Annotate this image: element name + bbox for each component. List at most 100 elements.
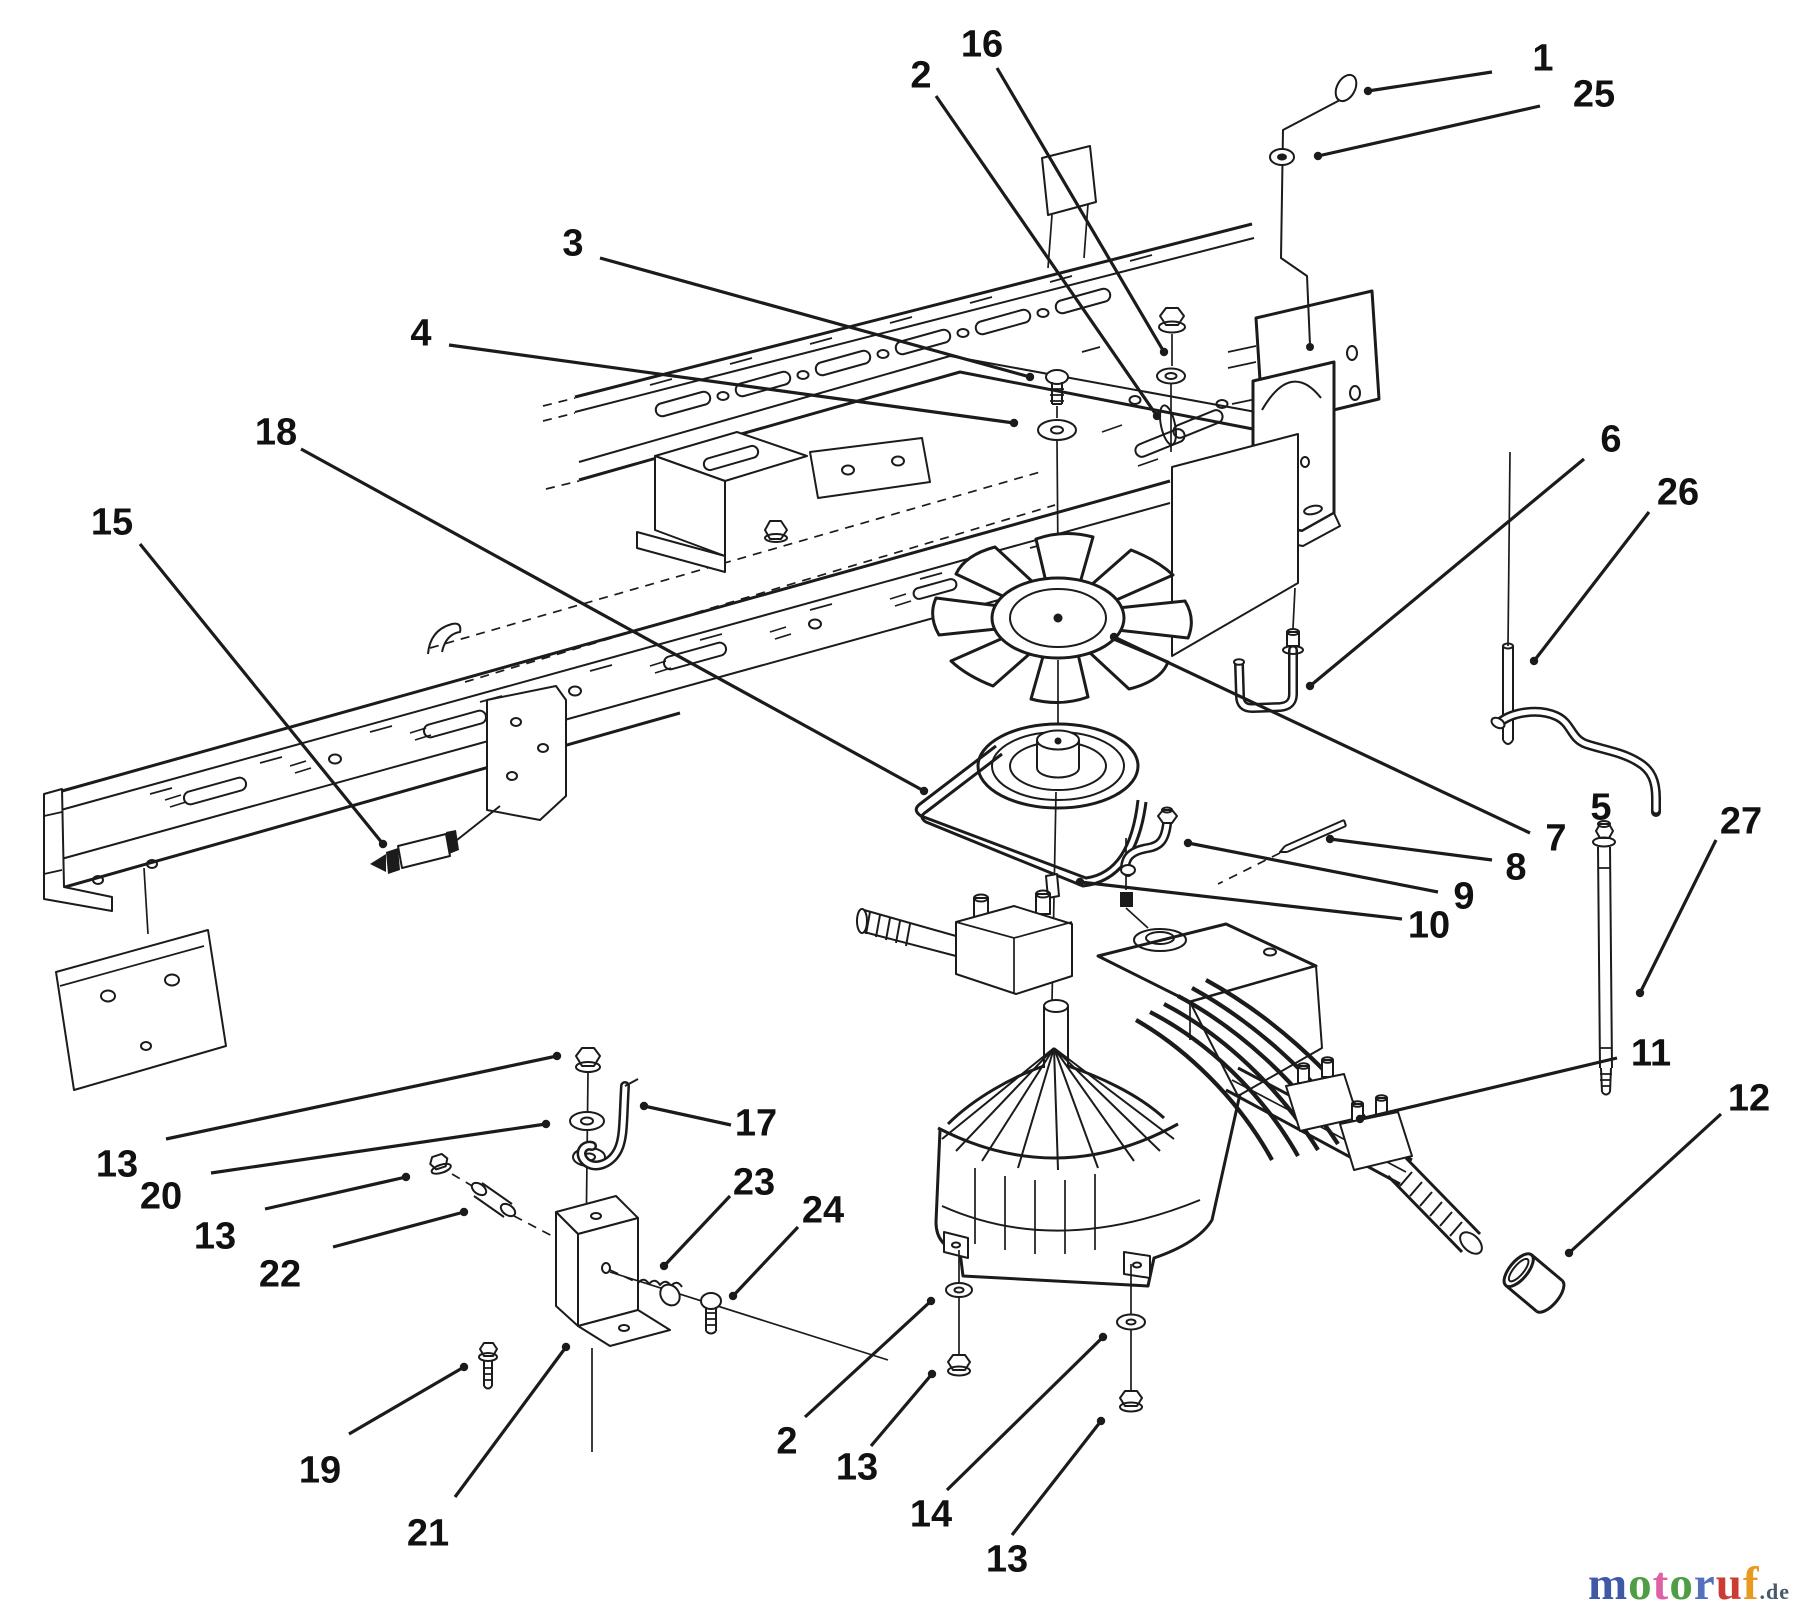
hook-slot [427,622,462,655]
callout-13-21: 13 [96,1051,562,1186]
part-number-label: 7 [1545,818,1566,860]
interlock-switch [370,805,501,874]
rail-top-tab [1041,145,1097,269]
cone-fins [937,1047,1179,1171]
callout-16-2: 16 [961,24,1169,357]
callout-3-4: 3 [562,223,1035,382]
part-number-label: 19 [299,1450,341,1492]
small-flange-nut [429,1152,452,1175]
part-number-label: 26 [1657,472,1699,514]
callout-25-1: 25 [1313,74,1615,161]
bracket-bolt [764,520,788,543]
flat-washer [569,1111,605,1131]
leader-tip [552,1051,562,1061]
spacer-tube [1597,846,1613,1096]
leader-tip [1009,418,1019,428]
leader-tip [459,1362,469,1372]
leader-tip [1183,838,1193,848]
bracket-screw-19 [478,1342,498,1390]
leader-tip [1096,1416,1106,1426]
leader-tip [926,1296,936,1306]
part-number-label: 24 [802,1190,844,1232]
upper-housing-block [955,889,1073,995]
part-number-label: 21 [407,1513,449,1555]
left-foot-fasteners [945,1250,973,1377]
callout-15-7: 15 [91,502,388,849]
left-output-shaft [856,908,957,957]
leader-tip [401,1172,411,1182]
mid-support-bracket [636,431,931,573]
leader-tip [927,1369,937,1379]
right-foot-fasteners [1116,1264,1146,1413]
callout-18-6: 18 [255,412,929,796]
callout-11-16: 11 [1355,1033,1671,1124]
callout-23-19: 23 [659,1162,775,1271]
part-number-label: 1 [1532,38,1553,80]
watermark-brand: motoruf [1588,1558,1759,1610]
leader-line [1317,104,1541,158]
mounting-bracket [555,1195,671,1452]
leader-line [1187,841,1439,894]
callout-10-14: 10 [1075,877,1450,947]
front-rail-slots [182,578,958,806]
lower-body [934,1093,1242,1288]
housing-box [1096,922,1323,1097]
front-rail-holes [92,618,822,885]
part-number-label: 14 [910,1494,952,1536]
axle-arm [1225,1056,1413,1186]
callout-4-5: 4 [410,313,1019,428]
leader-line [934,95,1159,417]
part-number-label: 9 [1453,876,1474,918]
leader-line [210,1122,547,1175]
callout-8-12: 8 [1325,834,1527,889]
watermark-letter: o [1669,1558,1694,1610]
callout-2-3: 2 [910,55,1162,421]
callout-14-29: 14 [910,1332,1108,1536]
callout-2-27: 2 [776,1296,936,1463]
watermark-letter: u [1715,1558,1743,1610]
rear-rail-holes [716,308,1229,409]
part-number-label: 8 [1505,847,1526,889]
callout-6-8: 6 [1305,419,1622,691]
callout-1-0: 1 [1363,38,1554,96]
leader-line [1010,1420,1103,1536]
leader-tip [1635,988,1645,998]
part-number-label: 13 [194,1216,236,1258]
leader-line [869,1372,934,1448]
watermark-letter: f [1742,1558,1760,1610]
leader-line [599,256,1031,379]
callout-22-24: 22 [259,1207,469,1296]
fan-washer [1037,419,1077,441]
leader-tip [1313,151,1323,161]
part-number-label: 12 [1728,1078,1770,1120]
callout-5-10: 5 [1590,787,1611,829]
callout-21-26: 21 [407,1342,571,1555]
shift-link-rod [1217,819,1347,885]
rail-channel-end [43,788,113,912]
leader-tip [1325,834,1335,844]
leader-line [1308,457,1586,688]
leader-line [332,1210,465,1249]
part-number-label: 16 [961,24,1003,66]
callout-19-25: 19 [299,1362,469,1492]
callout-12-17: 12 [1564,1078,1770,1258]
leader-tip [728,1291,738,1301]
side-panel [1171,433,1299,657]
leader-line [731,1225,800,1298]
leader-tip [459,1207,469,1217]
pulley-hub [1036,729,1080,779]
assembly-line [609,1271,889,1361]
callout-9-13: 9 [1183,838,1475,918]
shoulder-spacer [470,1181,517,1218]
leader-line [945,1335,1105,1492]
front-rail-dashes [149,541,1053,808]
fan-screw [1045,369,1069,405]
leader-line [1367,70,1493,93]
assembly-line [513,1215,557,1239]
fan-blades [931,532,1193,704]
input-shaft [1043,999,1069,1068]
callout-13-23: 13 [194,1172,411,1258]
leader-line [165,1054,558,1141]
leader-tip [1098,1332,1108,1342]
callout-26-9: 26 [1529,472,1699,666]
